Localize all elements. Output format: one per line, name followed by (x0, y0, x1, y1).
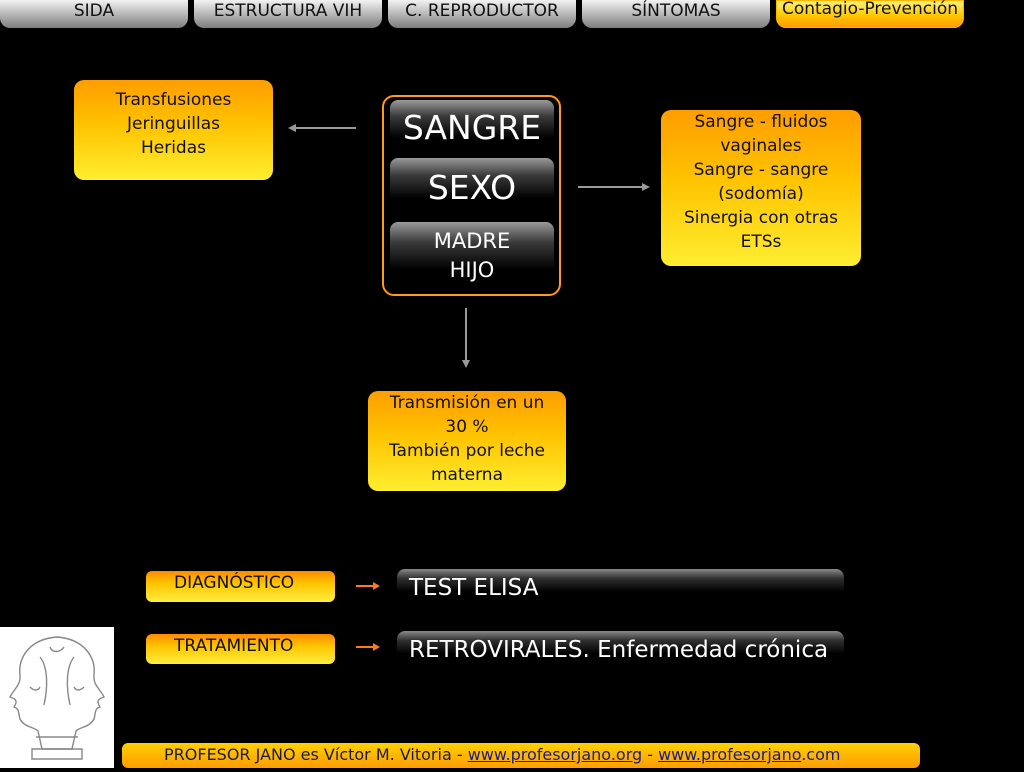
box-line: Sangre - sangre (693, 160, 829, 180)
tab-label: Contagio-Prevención (781, 0, 959, 19)
link-part: www. (658, 745, 701, 764)
button-label: MADRE HIJO (434, 227, 511, 285)
box-line: vaginales (720, 136, 802, 156)
tab-label: SIDA (73, 1, 115, 21)
transfusiones-box: Transfusiones Jeringuillas Heridas (74, 80, 273, 180)
retrovirales-field: RETROVIRALES. Enfermedad crónica (397, 631, 844, 669)
box-text: Sangre - fluidos vaginales Sangre - sang… (684, 110, 838, 254)
button-label: DIAGNÓSTICO (174, 573, 295, 593)
arrow-right-small-icon (356, 582, 380, 590)
link-part: profesorjano (700, 745, 802, 764)
footer-separator: - (642, 745, 659, 764)
link-part: .com (801, 745, 841, 764)
button-label: SEXO (427, 167, 517, 207)
sexo-button[interactable]: SEXO (390, 158, 554, 216)
tab-contagio-prevencion[interactable]: Contagio-Prevención (776, 0, 964, 28)
arrow-left-icon (288, 124, 356, 132)
tratamiento-button[interactable]: TRATAMIENTO (146, 634, 335, 664)
tab-sida[interactable]: SIDA (0, 0, 188, 28)
janus-logo (0, 627, 114, 768)
sangre-button[interactable]: SANGRE (390, 100, 554, 154)
profesorjano-org-link[interactable]: www.profesorjano.org (467, 745, 643, 764)
box-text: Transfusiones Jeringuillas Heridas (116, 88, 232, 160)
profesorjano-com-link[interactable]: www.profesorjano.com (658, 745, 840, 764)
box-line: Sinergia con otras (683, 208, 839, 228)
box-line: Jeringuillas (127, 114, 220, 134)
box-line: Transmisión en un (389, 393, 545, 413)
button-label: SANGRE (402, 107, 542, 147)
value-text: TEST ELISA (409, 575, 539, 601)
box-line: ETSs (740, 232, 782, 252)
arrow-right-small-icon (356, 643, 380, 651)
tab-label: ESTRUCTURA VIH (213, 1, 363, 21)
janus-face-icon (9, 636, 105, 760)
box-line: materna (431, 465, 503, 485)
fluidos-box: Sangre - fluidos vaginales Sangre - sang… (661, 110, 861, 266)
tab-label: C. REPRODUCTOR (405, 1, 559, 21)
tab-sintomas[interactable]: SÍNTOMAS (582, 0, 770, 28)
test-elisa-field: TEST ELISA (397, 569, 844, 607)
arrow-down-icon (462, 308, 470, 368)
footer-bar: PROFESOR JANO es Víctor M. Vitoria - www… (122, 743, 920, 768)
value-text: RETROVIRALES. Enfermedad crónica (409, 637, 829, 663)
diagnostico-button[interactable]: DIAGNÓSTICO (146, 571, 335, 602)
box-line: 30 % (445, 417, 489, 437)
arrow-right-icon (578, 183, 650, 191)
tab-c-reproductor[interactable]: C. REPRODUCTOR (388, 0, 576, 28)
transmission-group (382, 95, 561, 296)
box-text: Transmisión en un 30 % También por leche… (389, 391, 545, 487)
tab-estructura-vih[interactable]: ESTRUCTURA VIH (194, 0, 382, 28)
footer-text: PROFESOR JANO es Víctor M. Vitoria - (164, 745, 468, 764)
label-line: HIJO (449, 258, 495, 282)
tab-label: SÍNTOMAS (631, 1, 721, 21)
box-line: También por leche (388, 441, 546, 461)
box-line: Transfusiones (115, 90, 232, 110)
madre-hijo-button[interactable]: MADRE HIJO (390, 222, 554, 290)
box-line: (sodomía) (718, 184, 804, 204)
button-label: TRATAMIENTO (174, 636, 294, 656)
label-line: MADRE (433, 229, 511, 253)
transmision-box: Transmisión en un 30 % También por leche… (368, 391, 566, 491)
box-line: Sangre - fluidos (694, 112, 828, 132)
box-line: Heridas (140, 138, 206, 158)
